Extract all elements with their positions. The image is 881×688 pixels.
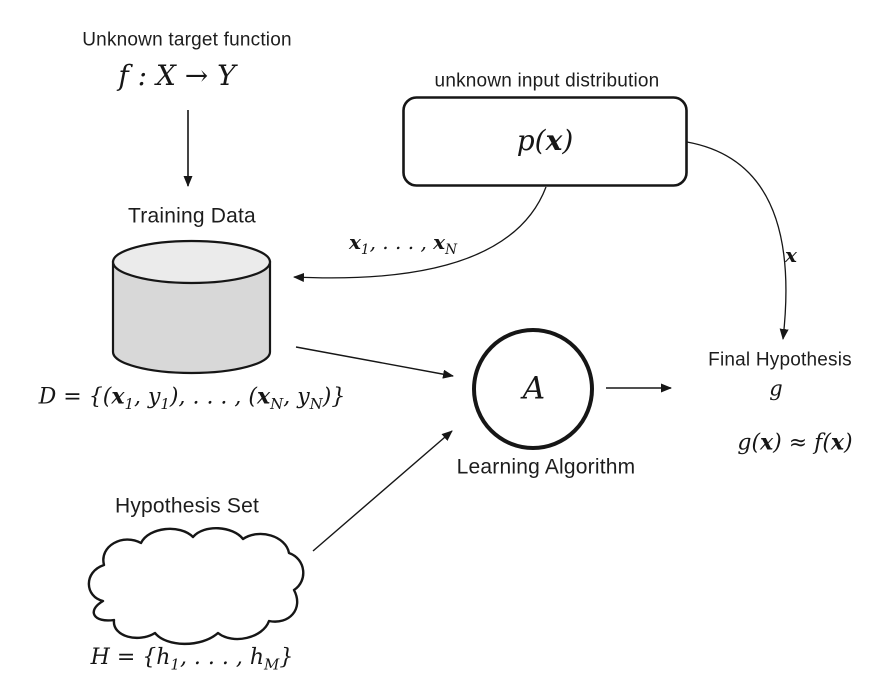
script-D: D [38,384,57,410]
hypothesis-set-cloud-icon [87,527,305,645]
arrow-training-data-to-algorithm [295,346,454,379]
target-function-formula: f : X → Y [118,59,236,92]
arrow-hypothesis-set-to-algorithm [312,430,453,552]
arrow-px-to-final-hypothesis [686,141,789,340]
learning-algorithm-label: Learning Algorithm [456,455,636,479]
hypothesis-set-formula: H = {h1, . . . , hM} [90,645,294,674]
training-data-label: Training Data [128,204,256,228]
dataset-formula: D = {(x1, y1), . . . , (xN, yN)} [38,383,346,413]
learning-algorithm-circle [472,328,594,450]
input-distribution-box [402,96,688,187]
training-data-cylinder-icon [111,239,272,375]
algorithm-symbol: A [522,370,546,407]
final-hypothesis-label: Final Hypothesis [708,349,852,371]
unknown-target-function-label: Unknown target function [82,29,292,51]
final-g-symbol: g [769,376,783,401]
samples-edge-label: x1, . . . , xN [348,230,458,258]
x-edge-label: x [785,243,797,267]
approximation-formula: g(x) ≈ f(x) [737,429,853,456]
hypothesis-set-label: Hypothesis Set [114,494,260,518]
cylinder-top [111,239,272,285]
unknown-input-distribution-label: unknown input distribution [434,70,660,92]
arrow-px-to-training-data [293,186,547,282]
p-of-x-formula: p(x) [516,124,574,157]
cylinder-body [111,260,272,375]
script-H: H [90,645,110,670]
